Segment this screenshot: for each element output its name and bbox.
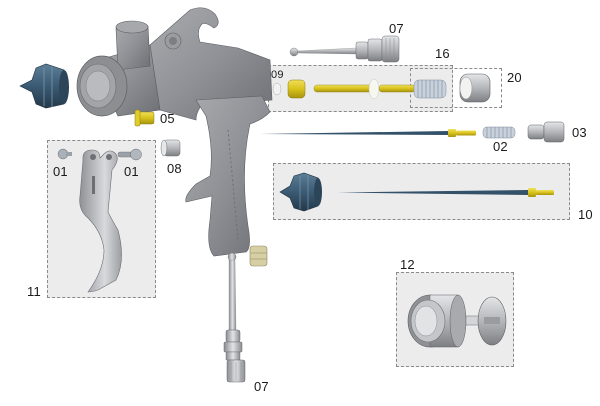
label-10: 10 xyxy=(578,207,593,222)
part-01-pin-right xyxy=(117,148,142,161)
label-01-right: 01 xyxy=(124,164,139,179)
part-08-fitting xyxy=(160,139,181,157)
part-12-cup-lid xyxy=(407,294,507,348)
label-07-bottom: 07 xyxy=(254,379,269,394)
part-10-nozzle-needle-set xyxy=(279,172,554,212)
label-03: 03 xyxy=(572,125,587,140)
part-01-pin-left xyxy=(57,148,72,160)
part-03-knob xyxy=(527,121,565,143)
label-20: 20 xyxy=(507,70,522,85)
label-02: 02 xyxy=(493,139,508,154)
label-05: 05 xyxy=(160,111,175,126)
part-16-spring xyxy=(413,79,447,99)
label-16: 16 xyxy=(435,46,450,61)
label-12: 12 xyxy=(400,257,415,272)
gun-body xyxy=(76,7,273,267)
part-07-top-valve xyxy=(289,35,400,63)
needle-part xyxy=(260,129,476,137)
label-11: 11 xyxy=(27,284,41,299)
label-08: 08 xyxy=(167,161,182,176)
part-11-trigger xyxy=(79,149,122,293)
part-02-spring xyxy=(482,126,516,139)
part-05-bushing xyxy=(134,109,155,127)
label-01-left: 01 xyxy=(53,164,68,179)
part-09-air-valve xyxy=(272,78,416,100)
part-20-cap xyxy=(459,73,491,103)
label-09: 09 xyxy=(271,69,284,81)
front-nozzle-part xyxy=(19,63,69,109)
part-07-bottom-valve xyxy=(223,252,246,383)
label-07-top: 07 xyxy=(389,21,404,36)
